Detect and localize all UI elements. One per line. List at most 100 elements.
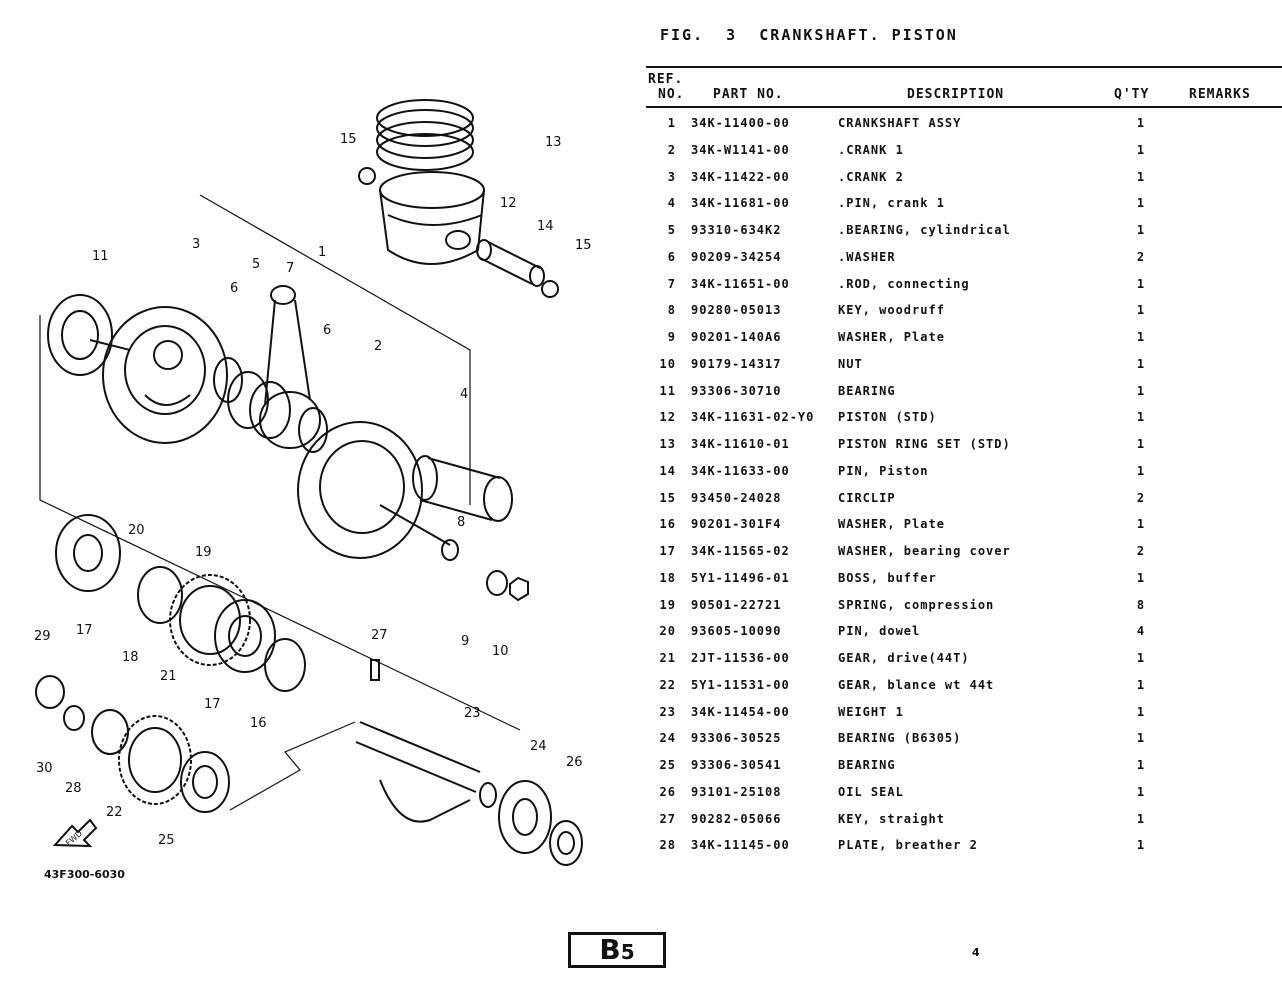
qty-cell: 1 — [1136, 677, 1146, 692]
ref-cell: 22 — [659, 677, 676, 692]
ref-cell: 28 — [659, 838, 676, 853]
part-no-cell: 34K-11422-00 — [691, 169, 790, 184]
callout: 20 — [128, 523, 145, 538]
ref-cell: 11 — [659, 383, 676, 398]
part-no-cell: 93450-24028 — [691, 490, 782, 505]
part-no-cell: 34K-11454-00 — [691, 704, 790, 719]
ref-cell: 14 — [659, 463, 676, 478]
qty-cell: 1 — [1136, 330, 1146, 344]
description-cell: BEARING — [838, 383, 896, 398]
header-ref-line2: NO. — [658, 87, 685, 102]
ref-cell: 16 — [659, 517, 676, 532]
description-cell: PIN, dowel — [838, 624, 921, 639]
qty-cell: 1 — [1136, 410, 1146, 425]
qty-cell: 1 — [1136, 784, 1146, 799]
ref-cell: 25 — [659, 758, 676, 772]
callout: 3 — [192, 237, 200, 252]
forward-arrow-icon — [52, 818, 98, 848]
qty-cell: 8 — [1136, 597, 1146, 612]
callout: 8 — [457, 515, 465, 530]
header-description: DESCRIPTION — [907, 87, 1005, 102]
bearing-drawing — [180, 751, 230, 813]
part-no-cell: 34K-11681-00 — [691, 196, 790, 211]
part-no-cell: 34K-11631-02-Y0 — [691, 410, 815, 425]
callout: 12 — [500, 196, 517, 211]
crank-1-drawing — [297, 421, 459, 561]
description-cell: NUT — [838, 356, 863, 371]
callout: 17 — [76, 623, 93, 638]
qty-cell: 1 — [1136, 704, 1146, 719]
ref-cell: 9 — [667, 330, 676, 344]
ref-cell: 18 — [659, 570, 676, 585]
description-cell: .PIN, crank 1 — [838, 196, 945, 211]
callout: 30 — [36, 761, 53, 776]
description-cell: BEARING — [838, 758, 896, 772]
callout: 29 — [34, 629, 51, 644]
plate-drawing — [63, 705, 85, 731]
callout: 6 — [323, 323, 331, 338]
qty-cell: 1 — [1136, 651, 1146, 665]
part-no-cell: 90201-301F4 — [691, 517, 782, 532]
callout: 9 — [461, 634, 469, 649]
qty-cell: 2 — [1136, 490, 1146, 505]
description-cell: PLATE, breather 2 — [838, 838, 978, 853]
badge-number: 5 — [620, 940, 635, 964]
crank-2-drawing — [102, 306, 228, 444]
ref-cell: 17 — [659, 544, 676, 558]
qty-cell: 1 — [1136, 116, 1146, 130]
callout: 27 — [371, 628, 388, 643]
callout: 14 — [537, 219, 554, 234]
description-cell: WASHER, bearing cover — [838, 544, 1011, 558]
callout: 2 — [374, 339, 382, 354]
description-cell: WASHER, Plate — [838, 330, 945, 344]
callout: 24 — [530, 739, 547, 754]
part-no-cell: 93306-30541 — [691, 758, 782, 772]
qty-cell: 1 — [1136, 383, 1146, 398]
ref-cell: 12 — [659, 410, 676, 425]
header-qty: Q'TY — [1114, 87, 1150, 102]
part-no-cell: 34K-11610-01 — [691, 437, 790, 451]
header-remarks: REMARKS — [1189, 87, 1251, 102]
qty-cell: 1 — [1136, 437, 1146, 451]
part-no-cell: 90209-34254 — [691, 249, 782, 264]
oil-seal-drawing — [549, 820, 583, 866]
callout: 22 — [106, 805, 123, 820]
callout: 26 — [566, 755, 583, 770]
ref-cell: 8 — [667, 303, 676, 318]
description-cell: KEY, woodruff — [838, 303, 945, 318]
qty-cell: 1 — [1136, 731, 1146, 746]
breather-plate-drawing — [91, 709, 129, 755]
part-no-cell: 93310-634K2 — [691, 223, 782, 237]
bearing-drawing — [47, 294, 131, 376]
figure-code: 43F300-6030 — [44, 868, 125, 881]
ref-cell: 15 — [659, 490, 676, 505]
table-top-rule — [646, 66, 1282, 68]
qty-cell: 1 — [1136, 276, 1146, 291]
boss-buffer-drawing — [137, 566, 183, 624]
ref-cell: 10 — [659, 356, 676, 371]
bearing-drawing — [35, 675, 65, 709]
gear-balance-drawing — [118, 715, 192, 805]
callout: 28 — [65, 781, 82, 796]
part-no-cell: 34K-11633-00 — [691, 463, 790, 478]
callout: 10 — [492, 644, 509, 659]
description-cell: KEY, straight — [838, 811, 945, 826]
callout: 7 — [286, 261, 294, 276]
section-badge: B5 — [568, 932, 666, 968]
qty-cell: 1 — [1136, 169, 1146, 184]
